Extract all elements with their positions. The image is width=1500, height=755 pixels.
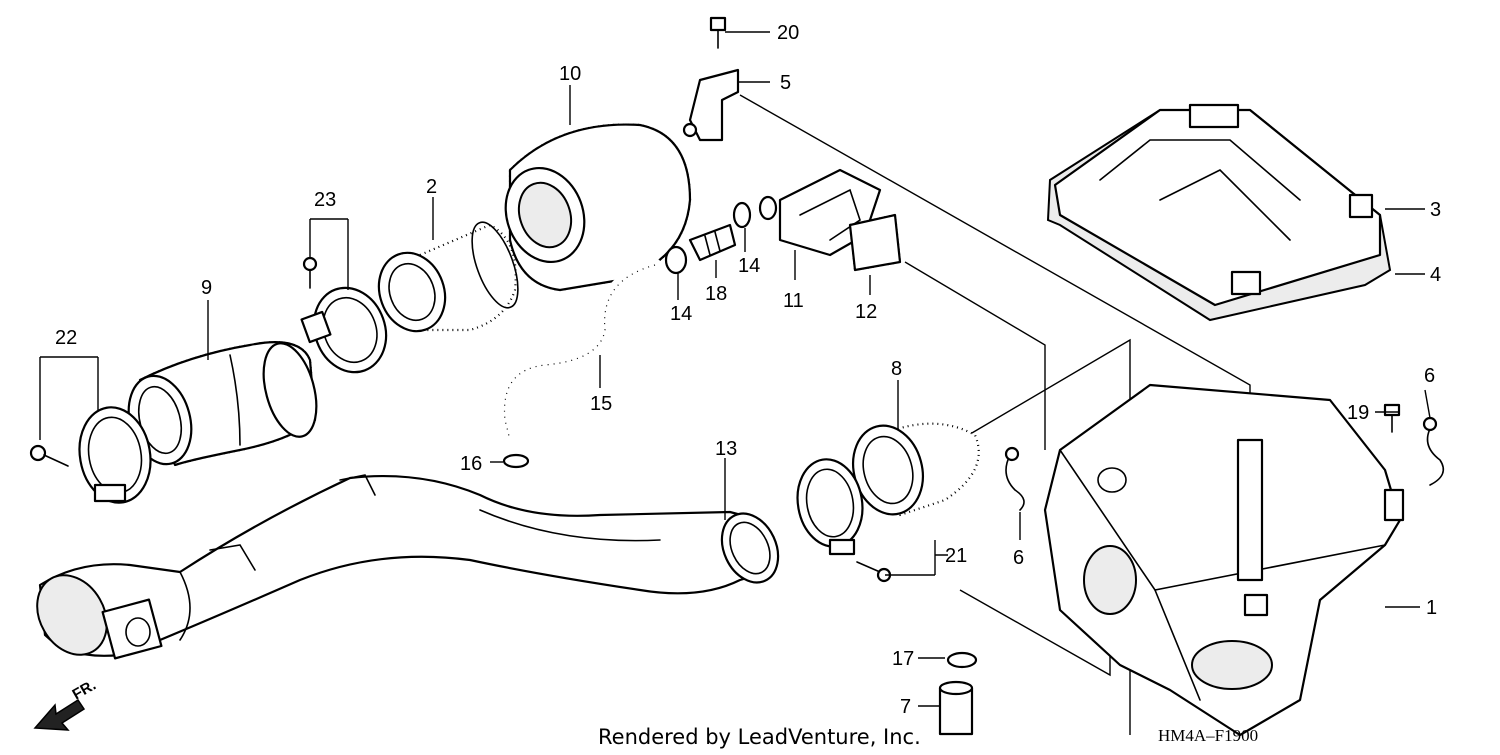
callout-23: 23: [314, 189, 336, 211]
bolt-21: [856, 561, 892, 583]
callout-labels: 1 2 3 4 5 6 6 7 8 9 10 11 12 13 14 14 15…: [55, 22, 1441, 718]
callout-19: 19: [1347, 402, 1369, 424]
hose-clip-14-lower: [664, 245, 688, 275]
intake-duct: [36, 474, 780, 660]
footer-credit: Rendered by LeadVenture, Inc.: [598, 725, 921, 749]
clamp-band-22: [29, 406, 152, 504]
sponge-filter: [848, 213, 902, 272]
callout-7: 7: [900, 696, 911, 718]
arrow-icon: [33, 698, 86, 731]
drain-tube: [498, 258, 662, 447]
connecting-tube: [852, 422, 980, 517]
callout-10: 10: [559, 63, 581, 85]
bolt-22: [29, 444, 69, 467]
air-cleaner-holder: [377, 221, 519, 333]
callout-18: 18: [705, 283, 727, 305]
callout-16: 16: [460, 453, 482, 475]
callout-12: 12: [855, 301, 877, 323]
tube-clip-17: [946, 651, 978, 669]
callout-1: 1: [1426, 597, 1437, 619]
callout-9: 9: [201, 277, 212, 299]
callout-5: 5: [780, 72, 791, 94]
direction-label: FR.: [70, 677, 99, 704]
callout-20: 20: [777, 22, 799, 44]
callout-17: 17: [892, 648, 914, 670]
callout-21: 21: [945, 545, 967, 567]
callout-14-lower: 14: [670, 303, 692, 325]
callout-2: 2: [426, 176, 437, 198]
diagram-code: HM4A–F1900: [1158, 726, 1258, 745]
screw-23: [302, 256, 318, 289]
clamp-band-23: [300, 256, 388, 374]
callout-8: 8: [891, 358, 902, 380]
callout-6-right: 6: [1424, 365, 1435, 387]
bolt-19: [1383, 403, 1401, 433]
front-direction-arrow: FR.: [33, 677, 99, 731]
callout-leaders: [39, 31, 1431, 707]
bolt-20: [709, 16, 727, 49]
clamp-band-21: [796, 458, 892, 583]
wire-clip-6-left: [1004, 446, 1025, 511]
air-cleaner-cover: [1046, 103, 1392, 322]
callout-4: 4: [1430, 264, 1441, 286]
callout-13: 13: [715, 438, 737, 460]
air-cleaner-case: [1043, 383, 1405, 737]
callout-11: 11: [783, 290, 804, 312]
nipple-fitting: [688, 223, 737, 262]
air-cleaner-element: [504, 123, 692, 292]
callout-22: 22: [55, 327, 77, 349]
callout-6-left: 6: [1013, 547, 1024, 569]
callout-15: 15: [590, 393, 612, 415]
bracket: [682, 68, 740, 142]
drain-plug-tube: [938, 680, 974, 736]
hose-clip-14-upper: [732, 201, 752, 229]
rubber-joint: [127, 341, 318, 467]
callout-14-upper: 14: [738, 255, 760, 277]
wire-clip-6-right: [1422, 416, 1445, 486]
callout-3: 3: [1430, 199, 1441, 221]
tube-clip-16: [502, 453, 530, 469]
